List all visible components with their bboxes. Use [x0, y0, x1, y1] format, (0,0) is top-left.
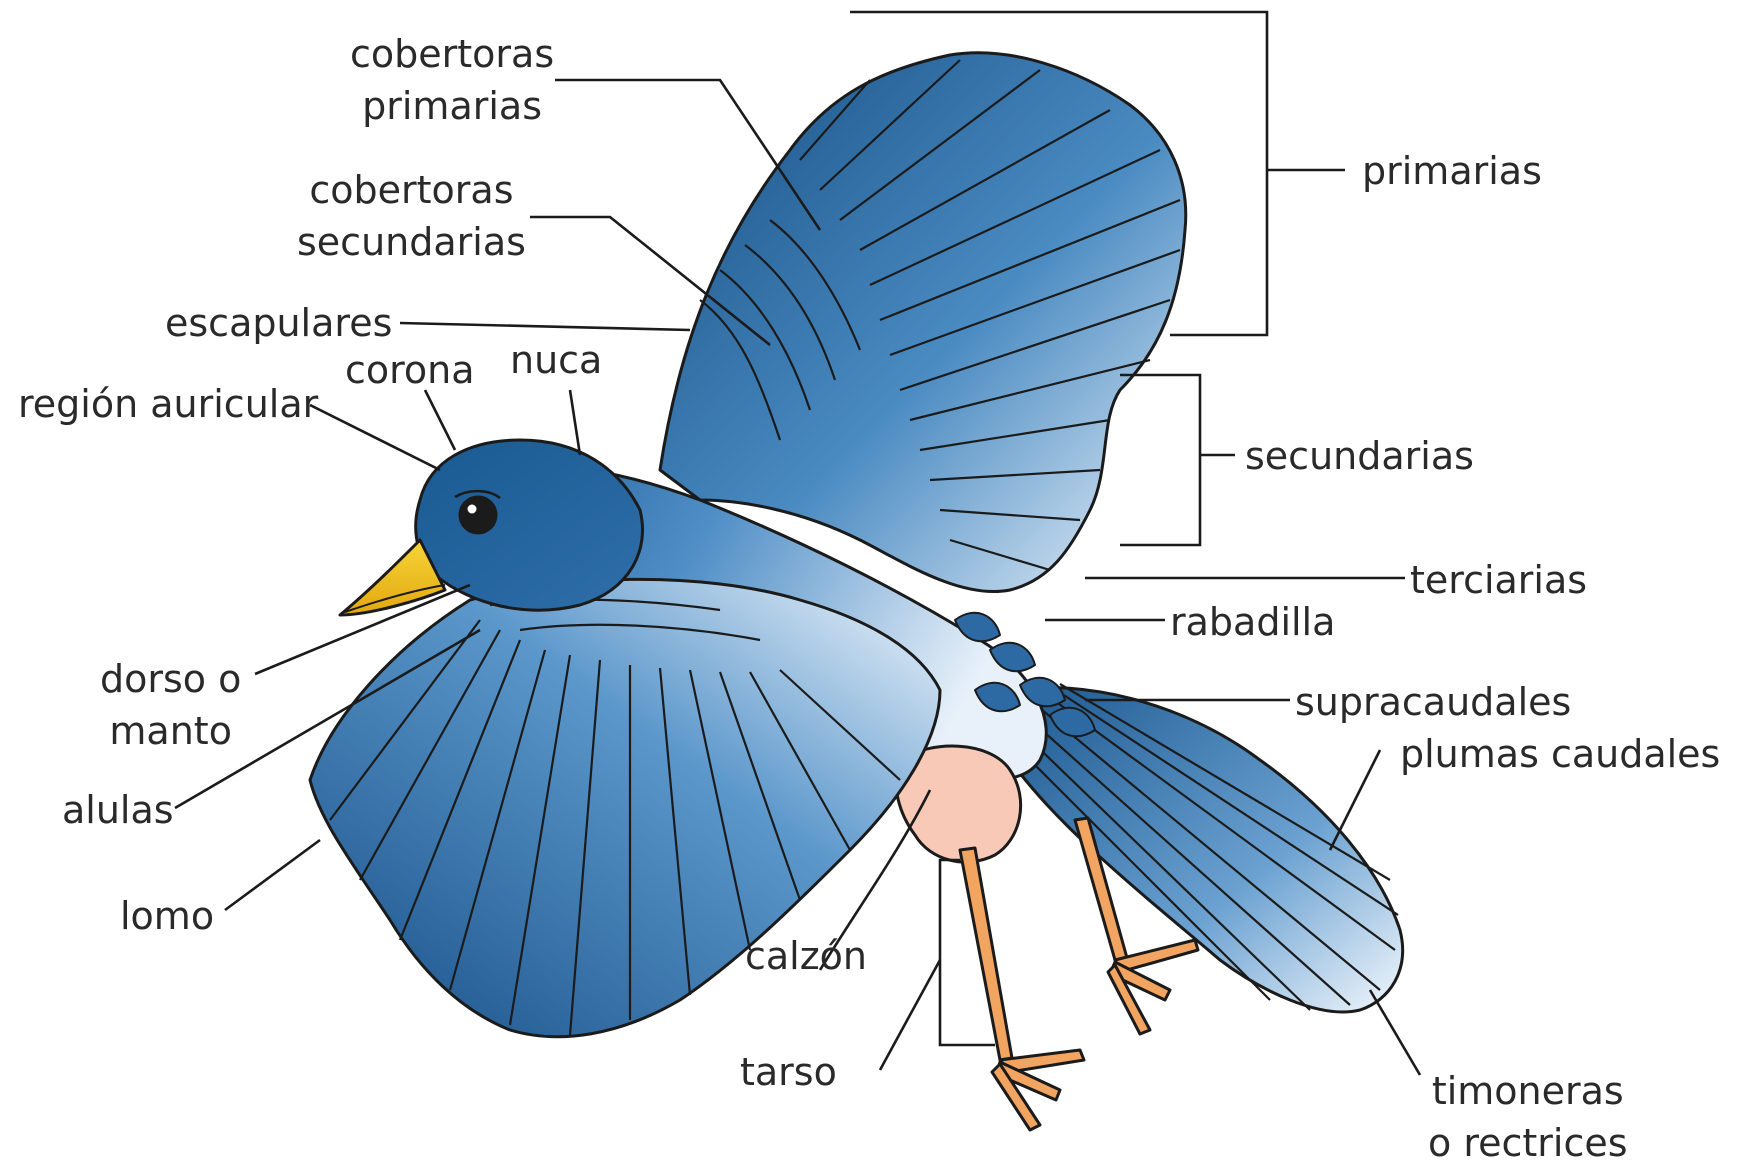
label-alulas: alulas	[62, 784, 174, 836]
label-cobertoras-secundarias: cobertoras secundarias	[297, 164, 526, 268]
eye	[460, 497, 496, 533]
label-plumas-caudales: plumas caudales	[1400, 728, 1720, 780]
label-dorso-o-manto: dorso o manto	[100, 653, 241, 757]
label-timoneras-o-rectrices: timoneras o rectrices	[1428, 1065, 1628, 1169]
label-calzon: calzón	[745, 930, 867, 982]
label-lomo: lomo	[120, 890, 214, 942]
upper-wing	[660, 53, 1186, 592]
label-tarso: tarso	[740, 1046, 837, 1098]
label-terciarias: terciarias	[1410, 554, 1587, 606]
label-region-auricular: región auricular	[18, 378, 318, 430]
label-escapulares: escapulares	[165, 297, 392, 349]
label-corona: corona	[345, 344, 475, 396]
head	[340, 440, 643, 615]
label-primarias: primarias	[1362, 145, 1542, 197]
label-cobertoras-primarias: cobertoras primarias	[350, 28, 554, 132]
label-supracaudales: supracaudales	[1295, 676, 1571, 728]
label-secundarias: secundarias	[1245, 430, 1474, 482]
label-rabadilla: rabadilla	[1170, 596, 1335, 648]
label-nuca: nuca	[510, 334, 602, 386]
